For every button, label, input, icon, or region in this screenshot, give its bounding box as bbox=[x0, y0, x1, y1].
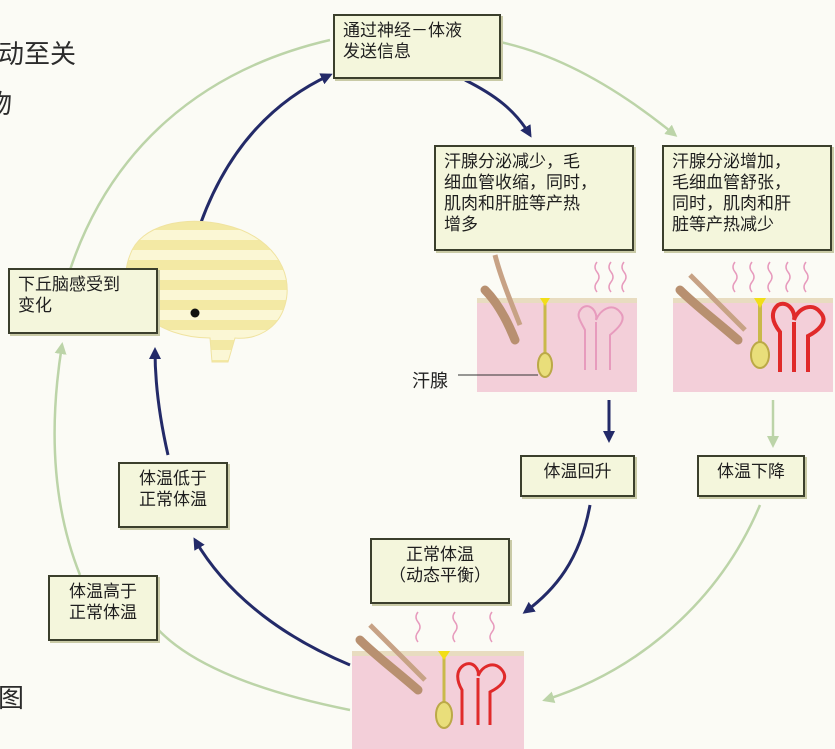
light-cycle-arrows bbox=[53, 38, 779, 712]
label-sweat-gland: 汗腺 bbox=[412, 371, 448, 392]
box-hot-response: 汗腺分泌增加， 毛细血管舒张， 同时，肌肉和肝 脏等产热减少 bbox=[662, 145, 832, 251]
skin-panel-hot bbox=[673, 261, 833, 392]
margin-text-1: 动至关 bbox=[0, 40, 77, 70]
skin-panel-normal bbox=[352, 611, 524, 749]
box-cold-response: 汗腺分泌减少，毛 细血管收缩，同时， 肌肉和肝脏等产热 增多 bbox=[434, 145, 634, 251]
box-temperature-above-normal: 体温高于 正常体温 bbox=[48, 575, 158, 641]
box-temperature-below-normal: 体温低于 正常体温 bbox=[118, 462, 228, 528]
box-temperature-falls: 体温下降 bbox=[697, 455, 805, 497]
box-normal-temperature: 正常体温 （动态平衡） bbox=[370, 538, 510, 604]
dark-cycle-arrows bbox=[149, 73, 615, 667]
margin-text-5: 图 bbox=[0, 684, 25, 714]
skin-panel-cold bbox=[458, 254, 637, 392]
margin-text-2: 物 bbox=[0, 90, 12, 120]
box-nerve-humoral-signal: 通过神经－体液 发送信息 bbox=[333, 14, 501, 79]
box-hypothalamus-senses-change: 下丘脑感受到 变化 bbox=[8, 268, 158, 334]
box-temperature-rises: 体温回升 bbox=[520, 455, 635, 497]
